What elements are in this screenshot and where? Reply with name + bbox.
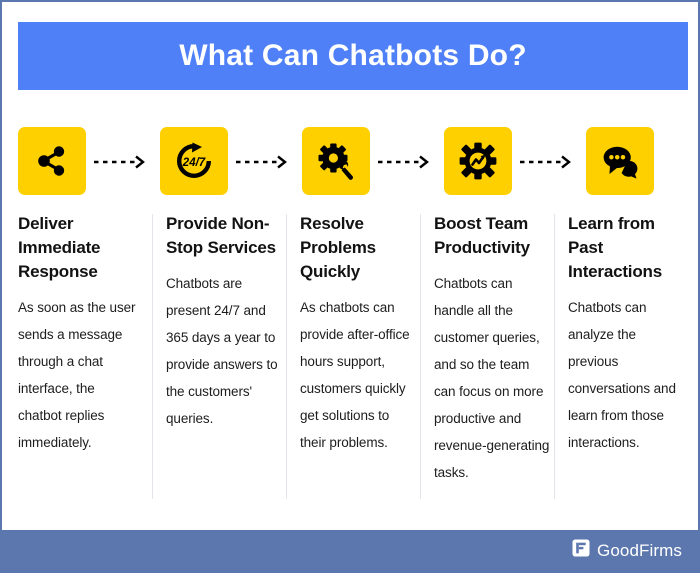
twenty-four-seven-icon: 24/7 <box>175 142 213 180</box>
icon-tile-1 <box>18 127 86 195</box>
icon-tile-3 <box>302 127 370 195</box>
page-title: What Can Chatbots Do? <box>179 39 527 72</box>
goodfirms-logo-icon <box>572 539 590 562</box>
header-banner: What Can Chatbots Do? <box>18 22 688 90</box>
step-body: Chatbots are present 24/7 and 365 days a… <box>166 276 278 427</box>
steps-columns: Deliver Immediate Response As soon as th… <box>18 212 688 512</box>
step-heading: Provide Non-Stop Services <box>166 214 276 258</box>
share-icon <box>34 143 70 179</box>
brand-name: GoodFirms <box>597 540 682 560</box>
step-body: Chatbots can handle all the customer que… <box>434 276 550 481</box>
arrow-1 <box>94 155 150 169</box>
step-body: As soon as the user sends a message thro… <box>18 300 136 451</box>
icon-tile-2: 24/7 <box>160 127 228 195</box>
arrow-4 <box>520 155 576 169</box>
step-body: Chatbots can analyze the previous conver… <box>568 300 676 451</box>
step-heading: Learn from Past Interactions <box>568 214 662 282</box>
step-heading: Resolve Problems Quickly <box>300 214 376 282</box>
step-column-5: Learn from Past Interactions Chatbots ca… <box>554 212 688 512</box>
arrow-3 <box>378 155 434 169</box>
gear-chart-icon <box>459 142 497 180</box>
chat-bubbles-icon <box>601 142 639 180</box>
step-column-2: Provide Non-Stop Services Chatbots are p… <box>152 212 286 512</box>
gear-wrench-icon <box>317 142 355 180</box>
step-column-3: Resolve Problems Quickly As chatbots can… <box>286 212 420 512</box>
icon-strip: 24/7 <box>18 127 688 197</box>
step-column-1: Deliver Immediate Response As soon as th… <box>18 212 152 512</box>
brand-lockup: GoodFirms <box>572 539 682 562</box>
icon-tile-4 <box>444 127 512 195</box>
icon-tile-5 <box>586 127 654 195</box>
svg-text:24/7: 24/7 <box>182 157 206 169</box>
step-heading: Boost Team Productivity <box>434 214 530 258</box>
footer-bar: GoodFirms <box>2 530 698 571</box>
arrow-2 <box>236 155 292 169</box>
step-heading: Deliver Immediate Response <box>18 214 101 282</box>
step-column-4: Boost Team Productivity Chatbots can han… <box>420 212 554 512</box>
step-body: As chatbots can provide after-office hou… <box>300 300 410 451</box>
